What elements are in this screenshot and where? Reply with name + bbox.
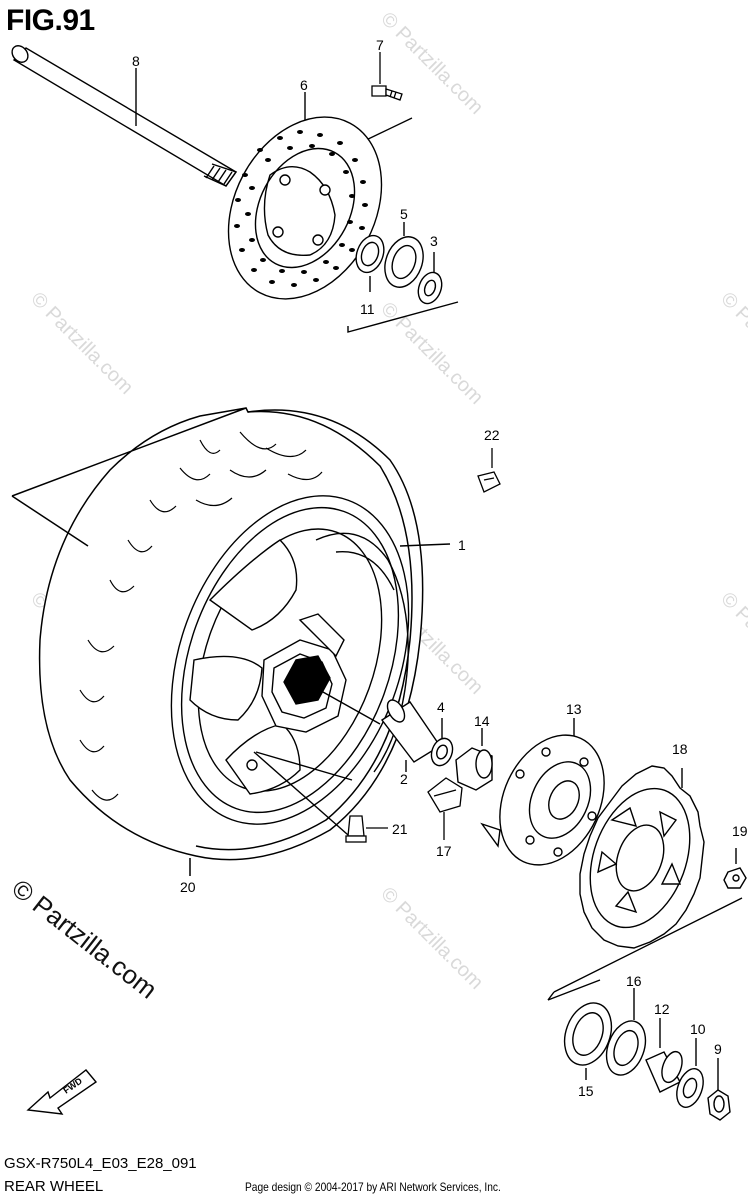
part-19-nut[interactable] xyxy=(547,848,747,1001)
model-code: GSX-R750L4_E03_E28_091 xyxy=(4,1155,197,1172)
callout-1[interactable]: 1 xyxy=(458,537,466,553)
callout-7[interactable]: 7 xyxy=(376,37,384,53)
part-11-spacer[interactable] xyxy=(351,232,388,292)
callout-14[interactable]: 14 xyxy=(474,713,490,729)
part-9-nut[interactable] xyxy=(547,979,731,1121)
part-3-bearing[interactable] xyxy=(347,252,459,333)
part-10-washer[interactable] xyxy=(672,1038,708,1111)
callout-labels: 1 2 3 4 5 6 7 8 9 10 11 12 13 14 15 16 1… xyxy=(132,37,748,1099)
watermark: © Partzilla.com xyxy=(376,883,487,994)
callout-16[interactable]: 16 xyxy=(626,973,642,989)
part-15-bearing[interactable] xyxy=(556,996,619,1080)
callout-19[interactable]: 19 xyxy=(732,823,748,839)
callout-17[interactable]: 17 xyxy=(436,843,452,859)
fwd-arrow-icon: FWD xyxy=(26,1069,98,1115)
part-17-damper[interactable] xyxy=(427,777,463,840)
figure-title: FIG.91 xyxy=(6,4,95,37)
part-22-balancer[interactable] xyxy=(477,448,501,493)
callout-15[interactable]: 15 xyxy=(578,1083,594,1099)
callout-4[interactable]: 4 xyxy=(437,699,445,715)
callout-3[interactable]: 3 xyxy=(430,233,438,249)
callout-8[interactable]: 8 xyxy=(132,53,140,69)
watermark: © Partzilla.com xyxy=(376,298,487,409)
watermark: © Partzilla.com xyxy=(26,288,137,399)
section-name: REAR WHEEL xyxy=(4,1178,104,1195)
callout-12[interactable]: 12 xyxy=(654,1001,670,1017)
part-21-valve[interactable] xyxy=(345,815,388,843)
part-13-sprocket-carrier[interactable] xyxy=(480,718,624,882)
part-4-bearing[interactable] xyxy=(428,718,456,769)
callout-5[interactable]: 5 xyxy=(400,206,408,222)
callout-13[interactable]: 13 xyxy=(566,701,582,717)
part-5-oil-seal[interactable] xyxy=(378,222,430,293)
part-1-rim[interactable] xyxy=(128,463,451,858)
callout-9[interactable]: 9 xyxy=(714,1041,722,1057)
part-16-oil-seal[interactable] xyxy=(600,988,653,1080)
callout-21[interactable]: 21 xyxy=(392,821,408,837)
part-18-rear-sprocket[interactable] xyxy=(572,765,708,949)
watermark: © Partzilla.com xyxy=(376,8,487,119)
callout-11[interactable]: 11 xyxy=(360,301,375,317)
callout-20[interactable]: 20 xyxy=(180,879,196,895)
part-8-axle[interactable] xyxy=(9,43,238,187)
watermark: © Partzilla.com xyxy=(716,288,748,399)
callout-10[interactable]: 10 xyxy=(690,1021,706,1037)
page-credit: Page design © 2004-2017 by ARI Network S… xyxy=(245,1180,501,1194)
part-7-bolt[interactable] xyxy=(361,52,413,143)
callout-2[interactable]: 2 xyxy=(400,771,408,787)
watermark: © Partzilla.com xyxy=(716,588,748,699)
callout-6[interactable]: 6 xyxy=(300,77,308,93)
callout-18[interactable]: 18 xyxy=(672,741,688,757)
part-14-collar[interactable] xyxy=(455,728,493,791)
partzilla-watermark: © Partzilla.com xyxy=(6,873,163,1005)
part-6-brake-disc[interactable] xyxy=(198,90,412,325)
callout-22[interactable]: 22 xyxy=(484,427,500,443)
